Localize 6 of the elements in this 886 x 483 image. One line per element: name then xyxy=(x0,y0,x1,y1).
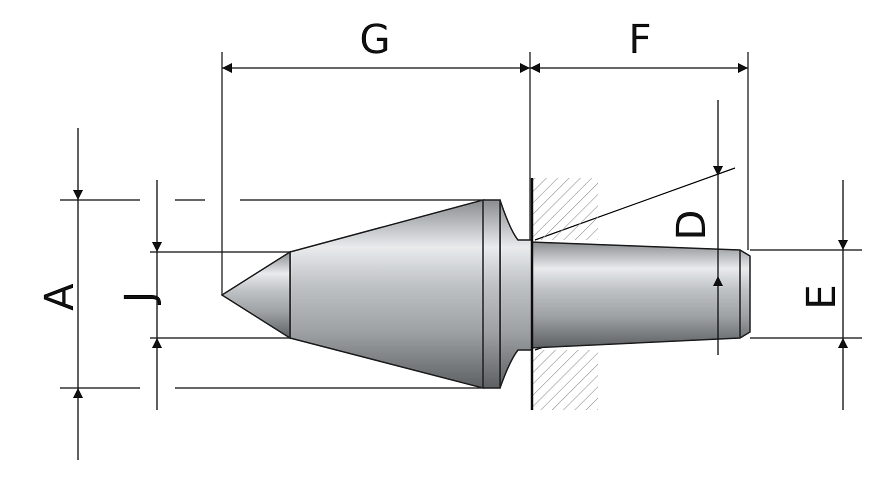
dimension-label: E xyxy=(802,284,842,310)
dimension-label: G xyxy=(360,20,390,60)
dimension-label: J xyxy=(120,291,160,303)
dimension-label: F xyxy=(628,20,652,60)
dimension-label: A xyxy=(40,283,80,311)
dimension-label: D xyxy=(672,210,712,240)
